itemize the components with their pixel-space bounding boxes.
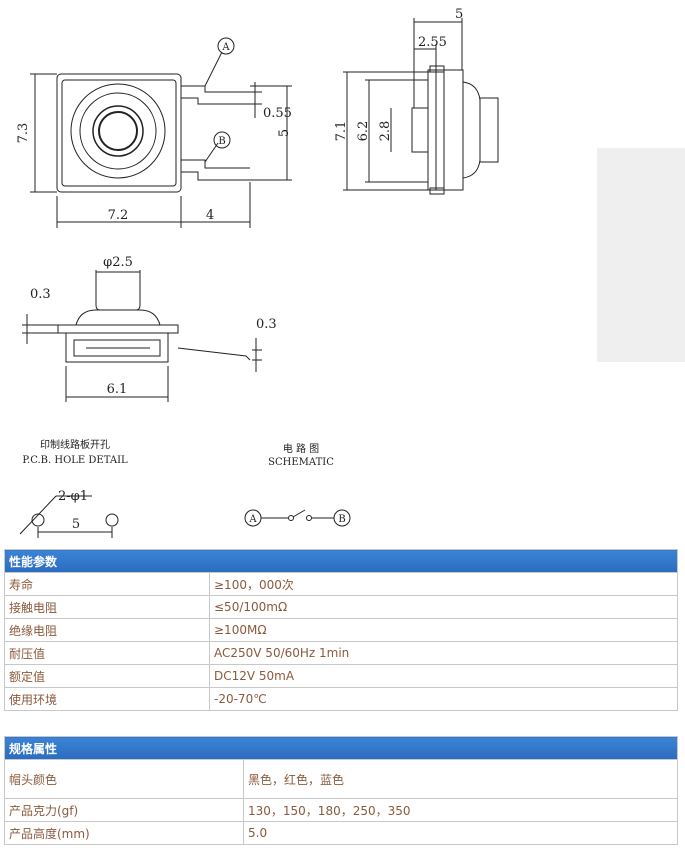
schematic-title-en: SCHEMATIC	[268, 457, 334, 468]
row-value: 5.0	[243, 821, 678, 845]
table-row: 额定值 DC12V 50mA	[4, 664, 678, 688]
front-width-dim: 7.2	[108, 208, 129, 223]
row-value: DC12V 50mA	[209, 664, 678, 688]
row-label: 接触电阻	[4, 595, 210, 619]
side-view	[343, 18, 499, 195]
specs-header: 规格属性	[4, 736, 678, 760]
row-label: 额定值	[4, 664, 210, 688]
schematic-diagram	[244, 509, 351, 527]
pcb-holes	[19, 495, 119, 538]
front-thickness-dim: 0.55	[263, 106, 292, 121]
performance-header: 性能参数	[4, 549, 678, 573]
side-total-dim: 5	[455, 7, 463, 22]
table-row: 耐压值 AC250V 50/60Hz 1min	[4, 641, 678, 665]
pcb-title-en: P.C.B. HOLE DETAIL	[22, 455, 128, 466]
front-pitch-dim: 5	[277, 129, 292, 137]
pcb-pitch-dim: 5	[72, 517, 80, 532]
pcb-holes-dim: 2-φ1	[58, 489, 88, 504]
row-label: 产品克力(gf)	[4, 798, 244, 822]
specs-table: 规格属性 帽头颜色 黑色，红色，蓝色 产品克力(gf) 130，150，180，…	[4, 736, 678, 845]
side-h1-dim: 7.1	[334, 121, 349, 142]
schematic-title-cn: 电 路 图	[283, 442, 319, 455]
schematic-b-label: B	[338, 514, 345, 525]
row-label: 产品高度(mm)	[4, 821, 244, 845]
bottom-t1-dim: 0.3	[30, 287, 51, 302]
row-label: 绝缘电阻	[4, 618, 210, 642]
row-label: 帽头颜色	[4, 759, 244, 799]
row-value: 130，150，180，250，350	[243, 798, 678, 822]
side-grey-panel	[597, 148, 685, 362]
performance-table: 性能参数 寿命 ≥100，000次 接触电阻 ≤50/100mΩ 绝缘电阻 ≥1…	[4, 549, 678, 711]
front-height-dim: 7.3	[16, 123, 31, 144]
table-row: 寿命 ≥100，000次	[4, 572, 678, 596]
table-row: 帽头颜色 黑色，红色，蓝色	[4, 759, 678, 799]
terminal-a-label: A	[221, 42, 230, 53]
side-h3-dim: 2.8	[378, 121, 393, 142]
row-value: ≥100MΩ	[209, 618, 678, 642]
front-view	[30, 37, 292, 228]
table-row: 接触电阻 ≤50/100mΩ	[4, 595, 678, 619]
row-label: 寿命	[4, 572, 210, 596]
row-value: ≥100，000次	[209, 572, 678, 596]
side-h2-dim: 6.2	[356, 121, 371, 142]
row-label: 耐压值	[4, 641, 210, 665]
pcb-title-cn: 印制线路板开孔	[40, 438, 110, 451]
bottom-diameter-dim: φ2.5	[103, 255, 133, 270]
bottom-width-dim: 6.1	[107, 382, 128, 397]
row-value: AC250V 50/60Hz 1min	[209, 641, 678, 665]
table-row: 产品高度(mm) 5.0	[4, 821, 678, 845]
table-row: 绝缘电阻 ≥100MΩ	[4, 618, 678, 642]
terminal-b-label: B	[218, 136, 225, 147]
bottom-view	[22, 270, 262, 402]
row-label: 使用环境	[4, 687, 210, 711]
row-value: ≤50/100mΩ	[209, 595, 678, 619]
table-row: 产品克力(gf) 130，150，180，250，350	[4, 798, 678, 822]
row-value: -20-70℃	[209, 687, 678, 711]
front-lead-dim: 4	[206, 208, 214, 223]
side-inner-dim: 2.55	[418, 35, 447, 50]
bottom-t2-dim: 0.3	[256, 317, 277, 332]
row-value: 黑色，红色，蓝色	[243, 759, 678, 799]
technical-drawing: 7.3 7.2 4 0.55 5 A B 5 2.55 7.1 6.2 2.8 …	[16, 7, 499, 538]
schematic-a-label: A	[248, 514, 257, 525]
table-row: 使用环境 -20-70℃	[4, 687, 678, 711]
